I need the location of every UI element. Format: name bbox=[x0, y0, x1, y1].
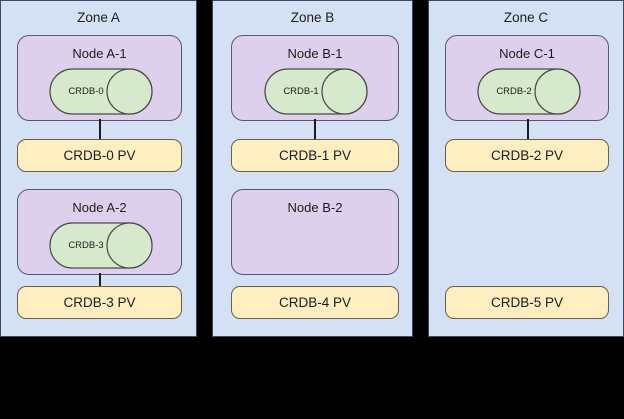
zone-a: Zone A Node A-1 CRDB-0 CRDB-0 PV Node A-… bbox=[0, 0, 197, 337]
node-a-2[interactable]: Node A-2 CRDB-3 bbox=[17, 189, 182, 275]
node-c-1[interactable]: Node C-1 CRDB-2 bbox=[445, 35, 609, 121]
connector-c-1 bbox=[527, 119, 529, 140]
pv-crdb-1[interactable]: CRDB-1 PV bbox=[231, 139, 399, 172]
node-c-1-title: Node C-1 bbox=[499, 46, 555, 61]
pv-crdb-5[interactable]: CRDB-5 PV bbox=[445, 286, 609, 319]
pv-crdb-4[interactable]: CRDB-4 PV bbox=[231, 286, 399, 319]
node-b-2[interactable]: Node B-2 bbox=[231, 189, 399, 275]
node-a-2-title: Node A-2 bbox=[72, 200, 127, 215]
cylinder-icon bbox=[49, 222, 153, 269]
connector-a-1 bbox=[99, 119, 101, 140]
node-a-1-title: Node A-1 bbox=[72, 46, 127, 61]
pod-crdb-1[interactable]: CRDB-1 bbox=[264, 68, 368, 115]
cylinder-icon bbox=[264, 68, 368, 115]
connector-a-2 bbox=[99, 273, 101, 294]
zone-c-title: Zone C bbox=[503, 10, 549, 25]
pod-crdb-3[interactable]: CRDB-3 bbox=[49, 222, 153, 269]
cylinder-icon bbox=[477, 68, 581, 115]
zone-b-title: Zone B bbox=[290, 10, 335, 25]
pv-crdb-2[interactable]: CRDB-2 PV bbox=[445, 139, 609, 172]
node-b-1-title: Node B-1 bbox=[287, 46, 343, 61]
pod-crdb-0[interactable]: CRDB-0 bbox=[49, 68, 153, 115]
cylinder-icon bbox=[49, 68, 153, 115]
node-a-1[interactable]: Node A-1 CRDB-0 bbox=[17, 35, 182, 121]
node-b-1[interactable]: Node B-1 CRDB-1 bbox=[231, 35, 399, 121]
zone-a-title: Zone A bbox=[77, 10, 120, 25]
connector-b-1 bbox=[314, 119, 316, 140]
pv-crdb-0[interactable]: CRDB-0 PV bbox=[17, 139, 182, 172]
pv-crdb-3[interactable]: CRDB-3 PV bbox=[17, 286, 182, 319]
pod-crdb-2[interactable]: CRDB-2 bbox=[477, 68, 581, 115]
node-b-2-title: Node B-2 bbox=[287, 200, 343, 215]
zone-c: Zone C Node C-1 CRDB-2 CRDB-2 PV CRDB-5 … bbox=[428, 0, 624, 337]
zone-b: Zone B Node B-1 CRDB-1 CRDB-1 PV Node B-… bbox=[212, 0, 413, 337]
